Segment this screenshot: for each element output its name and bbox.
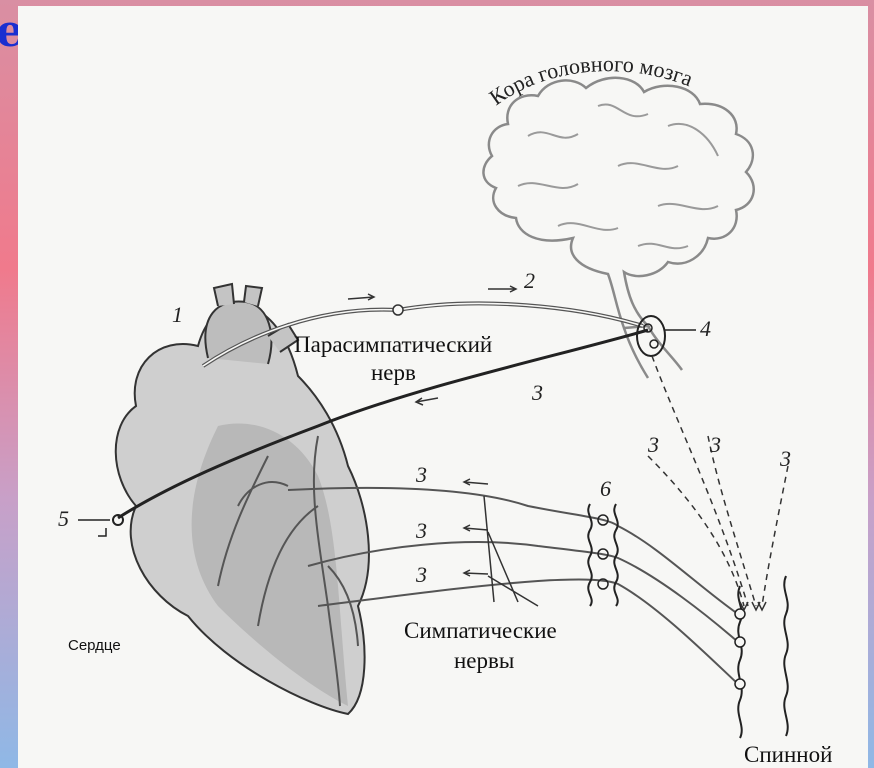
parasympathetic-label-line2: нерв [371, 360, 416, 385]
sympathetic-leader-lines [484, 496, 538, 606]
descending-pathways [648, 356, 788, 606]
marker-4: 4 [700, 316, 711, 341]
sympathetic-label-line2: нервы [454, 648, 514, 673]
marker-6: 6 [600, 476, 611, 501]
marker-5: 5 [58, 506, 69, 531]
medulla-center [637, 316, 665, 356]
diagram-canvas: Кора головного мозга Парасимпатический н… [18, 6, 868, 768]
spinal-neuron-2 [735, 637, 745, 647]
marker-2: 2 [524, 268, 535, 293]
parasympathetic-ganglion [393, 305, 403, 315]
marker-3-path-3: 3 [779, 446, 791, 471]
marker-3-vagal: 3 [531, 380, 543, 405]
marker-3-symp-3: 3 [415, 562, 427, 587]
spinal-neuron-3 [735, 679, 745, 689]
marker-3-path-1: 3 [647, 432, 659, 457]
heart-innervation-figure: Кора головного мозга Парасимпатический н… [18, 6, 868, 768]
spinal-label: Спинной [744, 742, 832, 767]
heart-label: Сердце [68, 637, 121, 654]
nerve-arrow-2 [488, 286, 516, 292]
marker-3-path-2: 3 [709, 432, 721, 457]
vagal-arrow [416, 398, 438, 405]
marker-1: 1 [172, 302, 183, 327]
parasympathetic-label-line1: Парасимпатический [294, 332, 492, 357]
marker-3-symp-2: 3 [415, 518, 427, 543]
nerve-arrow-1 [348, 294, 374, 300]
brain-gyri [518, 104, 718, 248]
marker-3-symp-1: 3 [415, 462, 427, 487]
sympathetic-label-line1: Симпатические [404, 618, 557, 643]
